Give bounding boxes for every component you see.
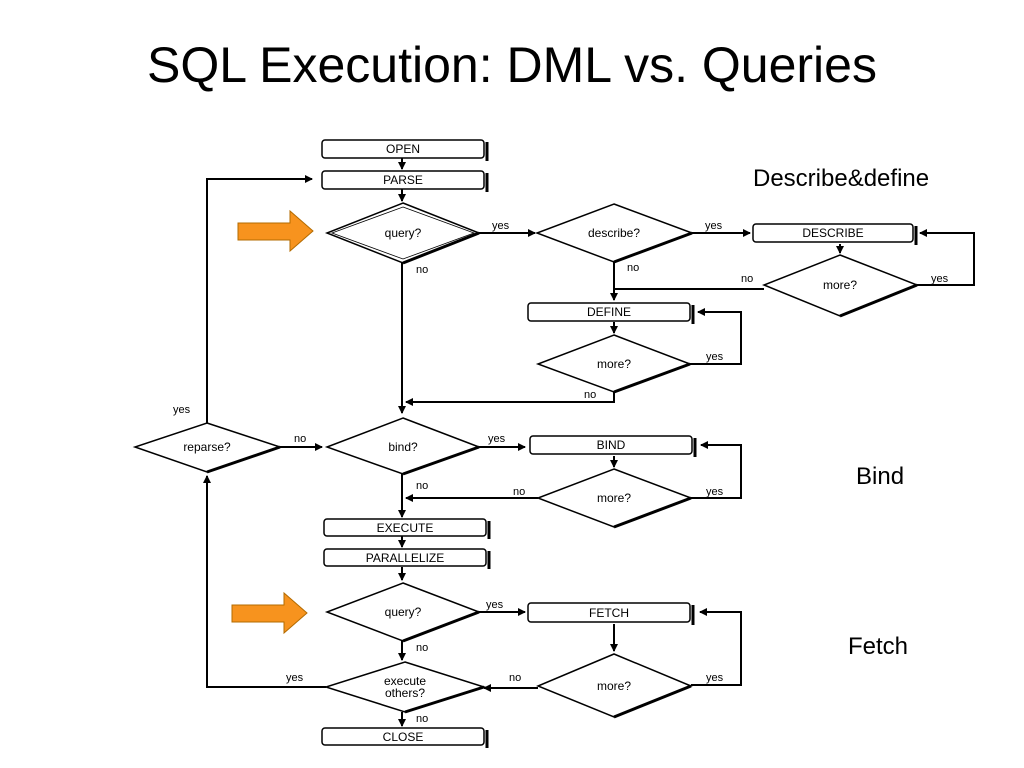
more-decision-2-label: more? xyxy=(597,357,631,371)
label-describe-yes: yes xyxy=(705,220,723,232)
label-bind-no: no xyxy=(416,480,428,492)
pointer-arrow-1 xyxy=(237,209,314,253)
edge-more2-no xyxy=(405,392,615,406)
edge-more1-yes xyxy=(917,229,975,286)
close-box-label: CLOSE xyxy=(383,730,424,744)
reparse-decision-label: reparse? xyxy=(183,440,231,454)
edge-reparse-yes xyxy=(206,175,313,423)
label-query2-no: no xyxy=(416,642,428,654)
parse-box-label: PARSE xyxy=(383,173,423,187)
label-bind-yes: yes xyxy=(488,433,506,445)
execute-others-label-line2: others? xyxy=(385,686,425,700)
parse-box: PARSE xyxy=(321,170,489,192)
define-box-label: DEFINE xyxy=(587,305,631,319)
label-describe-no: no xyxy=(627,262,639,274)
describe-box-label: DESCRIBE xyxy=(802,226,863,240)
label-more4-yes: yes xyxy=(706,672,724,684)
more-decision-1-label: more? xyxy=(823,278,857,292)
fetch-box-label: FETCH xyxy=(589,606,629,620)
execute-box: EXECUTE xyxy=(323,518,491,539)
describe-decision-label: describe? xyxy=(588,226,640,240)
label-reparse-no: no xyxy=(294,433,306,445)
edge-executeothers-yes xyxy=(203,475,326,688)
pointer-arrow-2 xyxy=(231,591,308,635)
fetch-box: FETCH xyxy=(527,602,695,625)
close-box: CLOSE xyxy=(321,727,489,748)
edge-more4-yes xyxy=(691,608,742,686)
parallelize-box-label: PARALLELIZE xyxy=(366,551,444,565)
parallelize-box: PARALLELIZE xyxy=(323,548,491,569)
label-more1-no: no xyxy=(741,273,753,285)
edge-more2-yes xyxy=(690,308,742,365)
label-query-yes: yes xyxy=(492,220,510,232)
label-reparse-yes: yes xyxy=(173,404,191,416)
fetch-label: Fetch xyxy=(848,633,909,660)
label-more3-yes: yes xyxy=(706,486,724,498)
more-decision-3-label: more? xyxy=(597,491,631,505)
open-box-label: OPEN xyxy=(386,142,420,156)
bind-decision-label: bind? xyxy=(388,440,418,454)
label-executeothers-yes: yes xyxy=(286,672,304,684)
bind-label: Bind xyxy=(856,463,905,490)
define-box: DEFINE xyxy=(527,302,695,324)
describe-box: DESCRIBE xyxy=(752,223,918,245)
execute-box-label: EXECUTE xyxy=(377,521,434,535)
label-more3-no: no xyxy=(513,486,525,498)
bind-box: BIND xyxy=(529,435,697,457)
more-decision-4-label: more? xyxy=(597,679,631,693)
query-decision-2-label: query? xyxy=(385,605,422,619)
label-more1-yes: yes xyxy=(931,273,949,285)
open-box: OPEN xyxy=(321,139,489,161)
describe-define-label: Describe&define xyxy=(753,165,930,192)
query-decision-1-label: query? xyxy=(385,226,422,240)
label-more2-yes: yes xyxy=(706,351,724,363)
label-executeothers-no: no xyxy=(416,713,428,725)
edge-more3-yes xyxy=(691,441,742,499)
label-query-no: no xyxy=(416,264,428,276)
execute-others-label-line1: execute xyxy=(384,674,426,688)
label-more2-no: no xyxy=(584,389,596,401)
slide-title: SQL Execution: DML vs. Queries xyxy=(147,37,877,93)
bind-box-label: BIND xyxy=(597,438,626,452)
label-more4-no: no xyxy=(509,672,521,684)
label-query2-yes: yes xyxy=(486,599,504,611)
